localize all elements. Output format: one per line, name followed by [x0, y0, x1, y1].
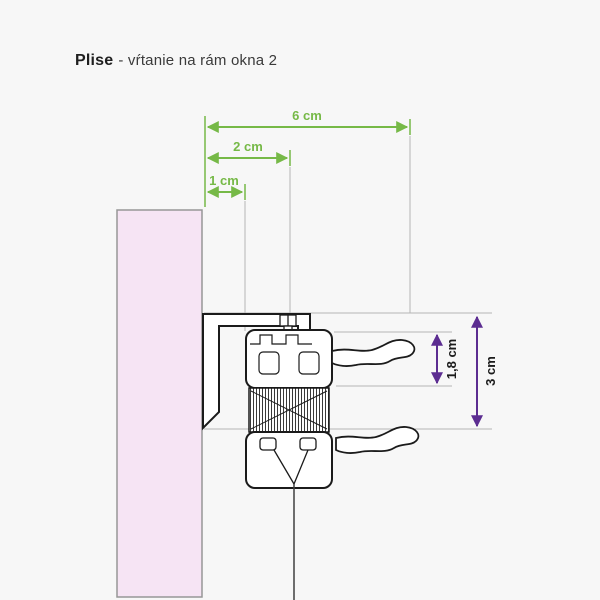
top-rail-clip-teeth	[250, 334, 312, 345]
bottom-rail-details	[259, 437, 317, 485]
dimension-label-1cm: 1 cm	[209, 173, 239, 188]
blind-mechanism	[202, 313, 420, 600]
bottom-rail-clip-left	[259, 437, 277, 451]
cord-guide-v	[273, 449, 309, 485]
tension-hook-bottom	[335, 426, 420, 454]
dimension-label-2cm: 2 cm	[233, 139, 263, 154]
window-frame	[116, 209, 203, 598]
top-rail-slot-left	[258, 351, 280, 375]
title-subtitle: - vŕtanie na rám okna 2	[118, 52, 278, 69]
spring-coil	[248, 387, 330, 433]
top-rail-details	[250, 334, 320, 375]
coil-cross-line-2	[250, 390, 328, 430]
purple-dimensions: 1,8 cm 3 cm	[431, 315, 498, 428]
green-dimensions: 6 cm 2 cm 1 cm	[204, 108, 411, 207]
mounting-bracket	[202, 313, 311, 431]
dimension-label-6cm: 6 cm	[292, 108, 322, 123]
tension-hook-top	[331, 339, 416, 367]
bottom-rail	[245, 431, 333, 489]
dimension-label-3cm: 3 cm	[483, 356, 498, 386]
product-name: Plise	[75, 52, 114, 69]
dimension-label-1-8cm: 1,8 cm	[444, 339, 459, 379]
diagram-title: Plise- vŕtanie na rám okna 2	[75, 52, 277, 70]
top-rail-slot-right	[298, 351, 320, 375]
